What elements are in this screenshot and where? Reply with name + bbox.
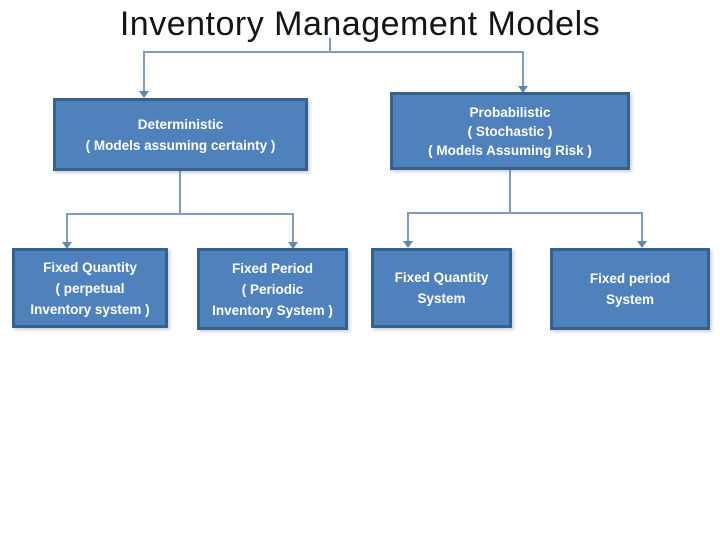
node-text-line: Fixed Quantity — [394, 270, 489, 285]
node-text-line: ( Models Assuming Risk ) — [428, 142, 592, 158]
connector-drop-fixed-period-periodic — [292, 213, 294, 242]
node-text-line: Fixed Quantity — [43, 259, 137, 275]
connector-drop-deterministic — [143, 51, 145, 91]
node-text-line: Inventory System ) — [212, 302, 333, 318]
connector-drop-fixed-quantity-system — [407, 212, 409, 241]
connector-deterministic-stem — [179, 171, 181, 215]
connector-left-horizontal — [66, 213, 294, 215]
node-fixed-quantity-system: Fixed Quantity System — [371, 248, 512, 328]
node-fixed-quantity-perpetual: Fixed Quantity ( perpetual Inventory sys… — [12, 248, 168, 328]
connector-probabilistic-stem — [509, 170, 511, 214]
connector-drop-fixed-quantity-perpetual — [66, 213, 68, 242]
node-text-line: Probabilistic — [469, 104, 551, 120]
node-fixed-period-system: Fixed period System — [550, 248, 710, 330]
node-text-line: System — [605, 292, 655, 307]
connector-top-horizontal — [144, 51, 524, 53]
connector-drop-fixed-period-system — [641, 212, 643, 241]
arrowhead-down-icon — [403, 241, 413, 248]
connector-root-stem — [329, 38, 331, 52]
arrowhead-down-icon — [518, 86, 528, 93]
node-text-line: Inventory system ) — [30, 301, 150, 317]
node-text-line: Fixed period — [589, 271, 671, 286]
node-deterministic: Deterministic ( Models assuming certaint… — [53, 98, 308, 171]
node-text-line: Fixed Period — [231, 260, 314, 276]
node-text-line: ( perpetual — [55, 280, 125, 296]
node-text-line: Deterministic — [137, 116, 224, 132]
node-probabilistic: Probabilistic ( Stochastic ) ( Models As… — [390, 92, 630, 170]
arrowhead-down-icon — [637, 241, 647, 248]
node-text-line: System — [417, 291, 466, 306]
arrowhead-down-icon — [288, 242, 298, 249]
arrowhead-down-icon — [62, 242, 72, 249]
page-title: Inventory Management Models — [119, 5, 601, 43]
connector-right-horizontal — [407, 212, 643, 214]
arrowhead-down-icon — [139, 91, 149, 98]
node-text-line: ( Models assuming certainty ) — [85, 137, 276, 153]
connector-drop-probabilistic — [522, 51, 524, 86]
node-text-line: ( Periodic — [241, 281, 304, 297]
node-text-line: ( Stochastic ) — [467, 123, 553, 139]
node-fixed-period-periodic: Fixed Period ( Periodic Inventory System… — [197, 248, 348, 330]
